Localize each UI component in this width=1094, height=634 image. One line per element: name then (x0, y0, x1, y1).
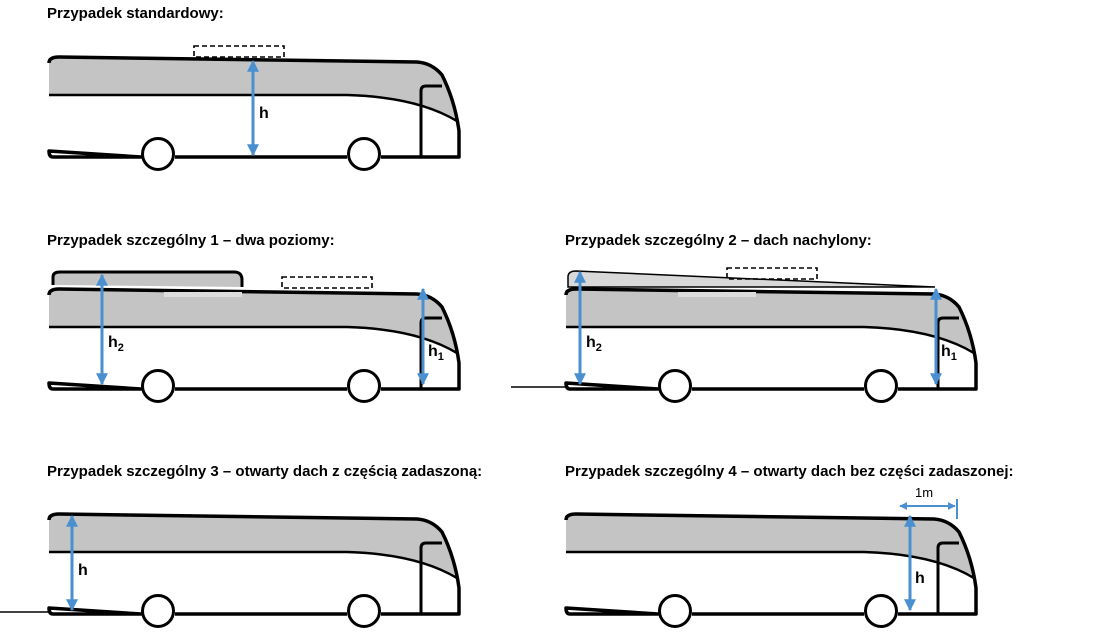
label-1m: 1m (915, 485, 933, 500)
label-h1-case-1: h1 (428, 343, 444, 363)
label-h-case-3: h (78, 562, 88, 579)
dashed-box-case-1 (281, 276, 373, 289)
label-h2-case-1: h2 (108, 334, 124, 354)
dashed-box-standard (193, 45, 285, 58)
bus-case-2 (511, 270, 978, 404)
light-strip-case-1 (164, 292, 242, 297)
title-case-4: Przypadek szczególny 4 – otwarty dach be… (565, 463, 1014, 480)
title-case-2: Przypadek szczególny 2 – dach nachylony: (565, 232, 872, 249)
label-h-standard: h (259, 105, 269, 122)
label-h-case-4: h (915, 570, 925, 587)
bus-case-3 (0, 512, 461, 629)
title-case-3: Przypadek szczególny 3 – otwarty dach z … (47, 463, 483, 480)
light-strip-case-2 (678, 292, 756, 297)
dashed-box-case-2 (726, 267, 818, 280)
label-h2-case-2: h2 (586, 334, 602, 354)
title-case-1: Przypadek szczególny 1 – dwa poziomy: (47, 232, 335, 249)
label-h1-case-2: h1 (941, 343, 957, 363)
title-standard: Przypadek standardowy: (47, 5, 224, 22)
